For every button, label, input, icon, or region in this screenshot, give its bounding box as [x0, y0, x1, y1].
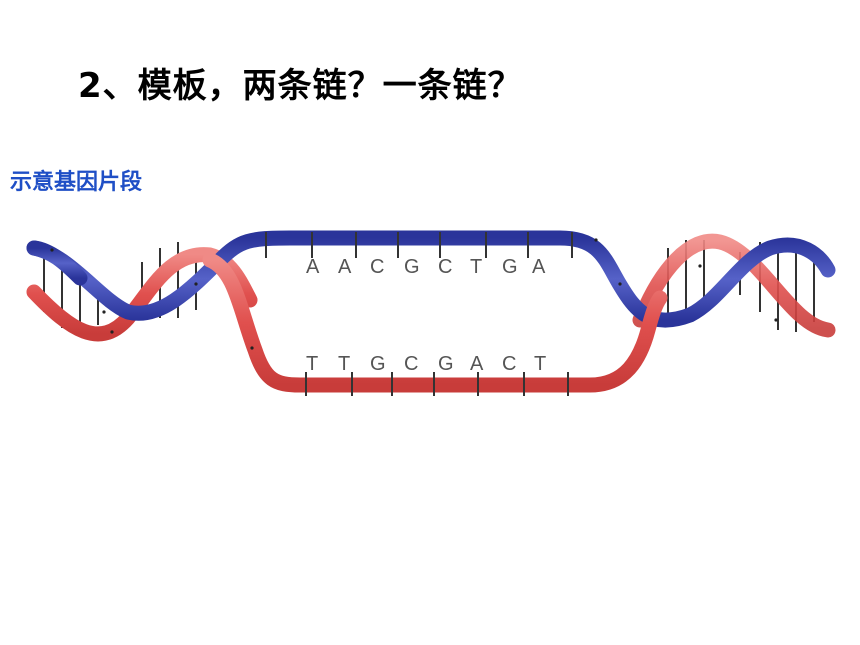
- slide-title: 2、模板，两条链？一条链？: [78, 66, 523, 106]
- lower-base: G: [370, 353, 386, 375]
- upper-base: C: [370, 256, 384, 278]
- upper-base: G: [404, 256, 420, 278]
- lower-base: C: [502, 353, 516, 375]
- upper-base: G: [502, 256, 518, 278]
- lower-base: T: [338, 353, 350, 375]
- upper-strand: [26, 230, 836, 328]
- diagram-subtitle: 示意基因片段: [10, 170, 143, 195]
- left-helix-blue-front: [26, 240, 88, 286]
- dna-replication-diagram: A A C G C T G A T T G C G A C T: [26, 230, 836, 396]
- upper-strand-bases: A A C G C T G A: [306, 256, 546, 278]
- upper-base: T: [470, 256, 482, 278]
- lower-base: A: [470, 353, 484, 375]
- upper-base: A: [338, 256, 352, 278]
- right-helix-red-back: [632, 233, 836, 338]
- upper-base: C: [438, 256, 452, 278]
- lower-base: T: [306, 353, 318, 375]
- strand-dots: [50, 238, 778, 350]
- upper-base: A: [532, 256, 546, 278]
- upper-base: A: [306, 256, 320, 278]
- upper-strand-ticks: [265, 232, 573, 258]
- lower-strand-bases: T T G C G A C T: [306, 353, 546, 375]
- lower-strand: [202, 252, 668, 393]
- lower-base: C: [404, 353, 418, 375]
- lower-base: G: [438, 353, 454, 375]
- lower-strand-ticks: [305, 372, 569, 396]
- lower-base: T: [534, 353, 546, 375]
